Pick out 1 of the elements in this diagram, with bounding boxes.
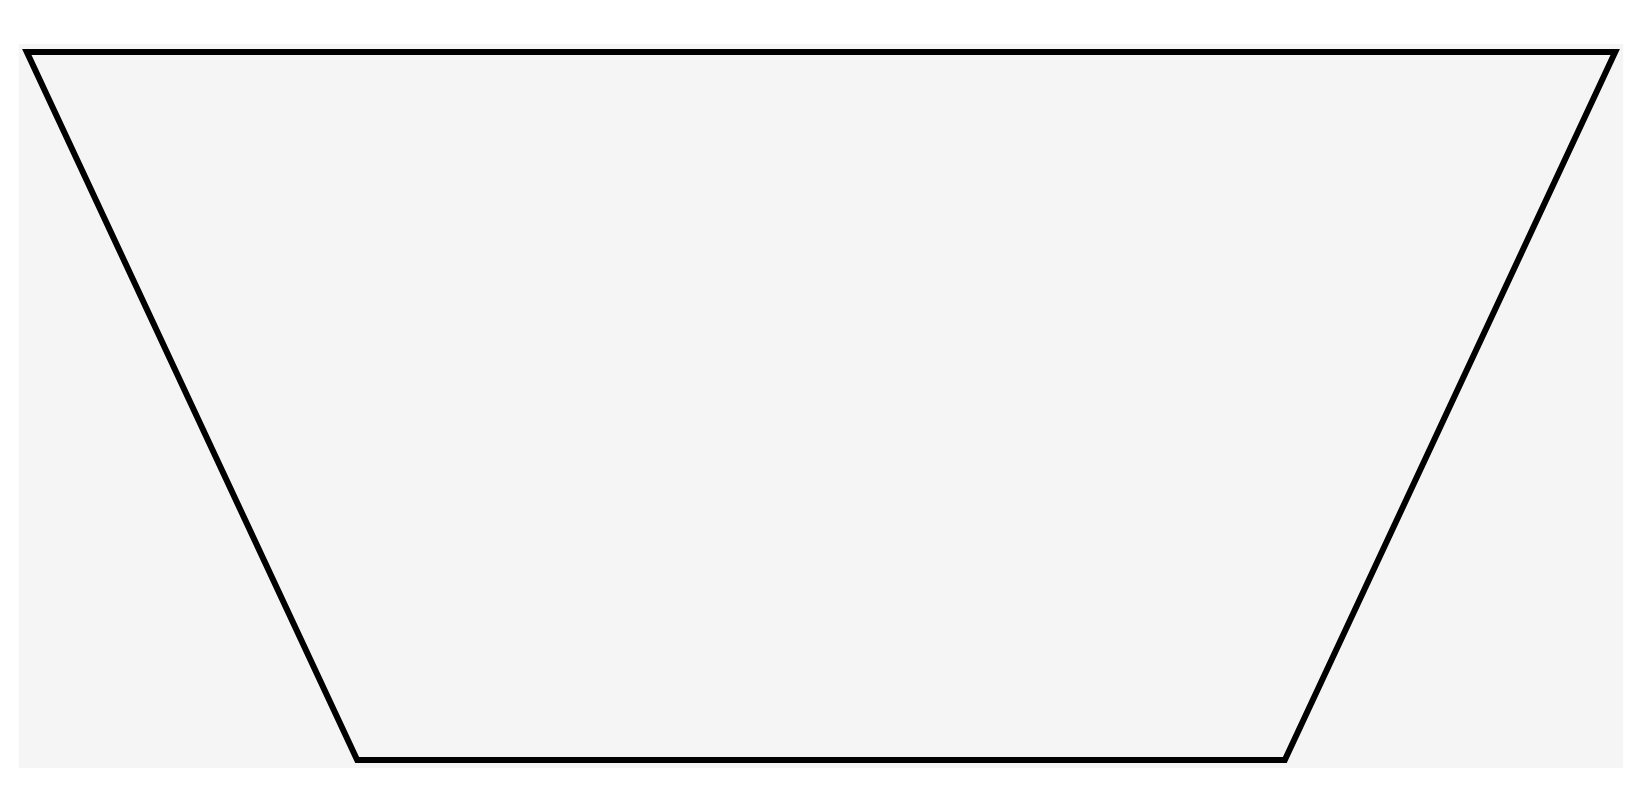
node-trapezoid	[21, 49, 1619, 763]
